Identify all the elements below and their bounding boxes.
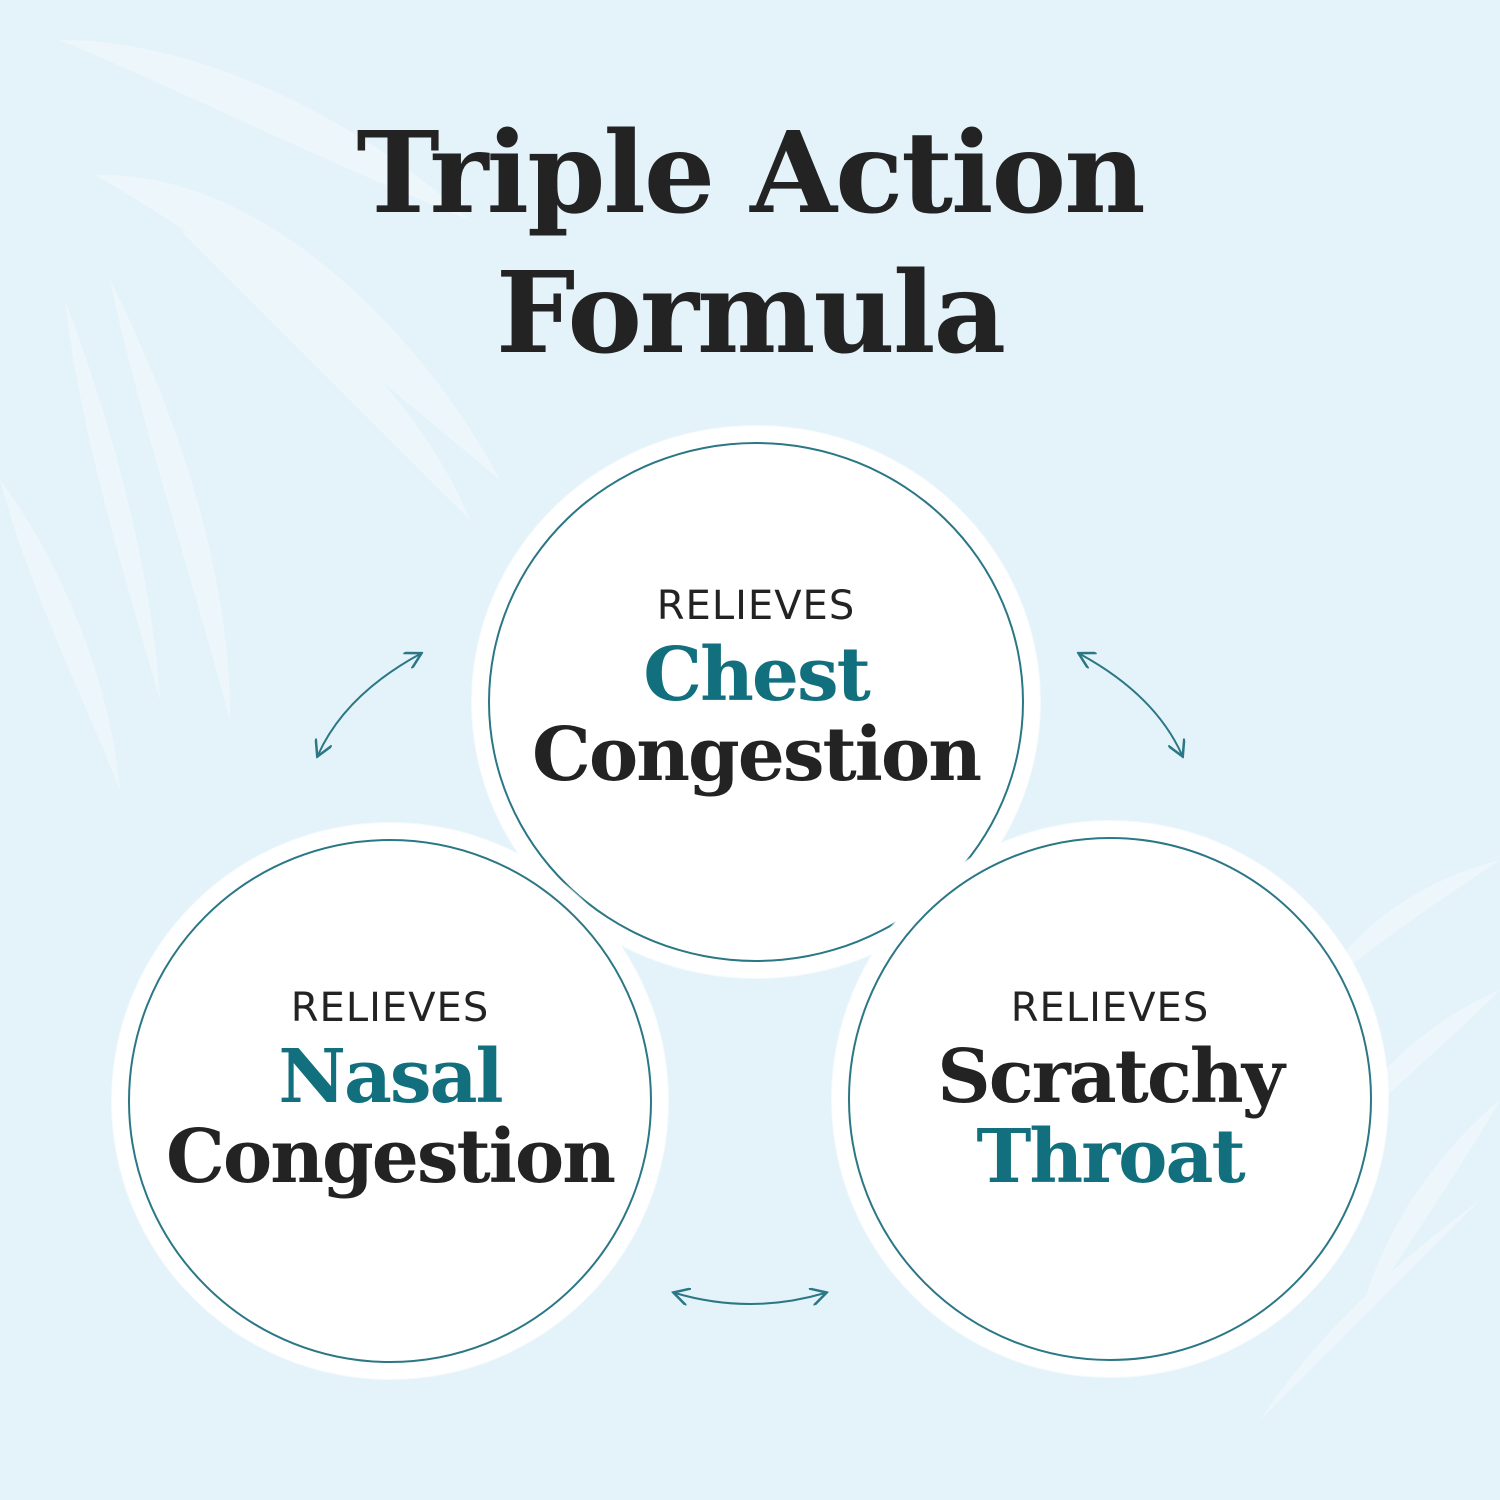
circle-text: RELIEVES Chest Congestion — [472, 586, 1040, 792]
benefit-text: Scratchy — [937, 1034, 1284, 1120]
circle-scratchy-throat: RELIEVES Scratchy Throat — [832, 821, 1388, 1377]
circle-ring — [128, 839, 652, 1363]
circle-nasal-congestion: RELIEVES Nasal Congestion — [112, 823, 668, 1379]
circle-text: RELIEVES Nasal Congestion — [112, 988, 668, 1194]
circle-ring — [488, 442, 1024, 962]
circle-text: RELIEVES Scratchy Throat — [832, 988, 1388, 1194]
relieves-label: RELIEVES — [1010, 985, 1210, 1031]
circle-ring — [848, 837, 1372, 1361]
benefit-highlight: Nasal — [278, 1034, 503, 1120]
benefit-highlight: Chest — [643, 632, 871, 718]
benefit-text: Congestion — [532, 712, 982, 798]
relieves-label: RELIEVES — [290, 985, 490, 1031]
relieves-label: RELIEVES — [656, 583, 856, 629]
page-title-line-2: Formula — [495, 248, 1006, 379]
benefit-highlight: Throat — [976, 1114, 1245, 1200]
benefit-text: Congestion — [166, 1114, 616, 1200]
page-title-line-1: Triple Action — [356, 108, 1145, 239]
